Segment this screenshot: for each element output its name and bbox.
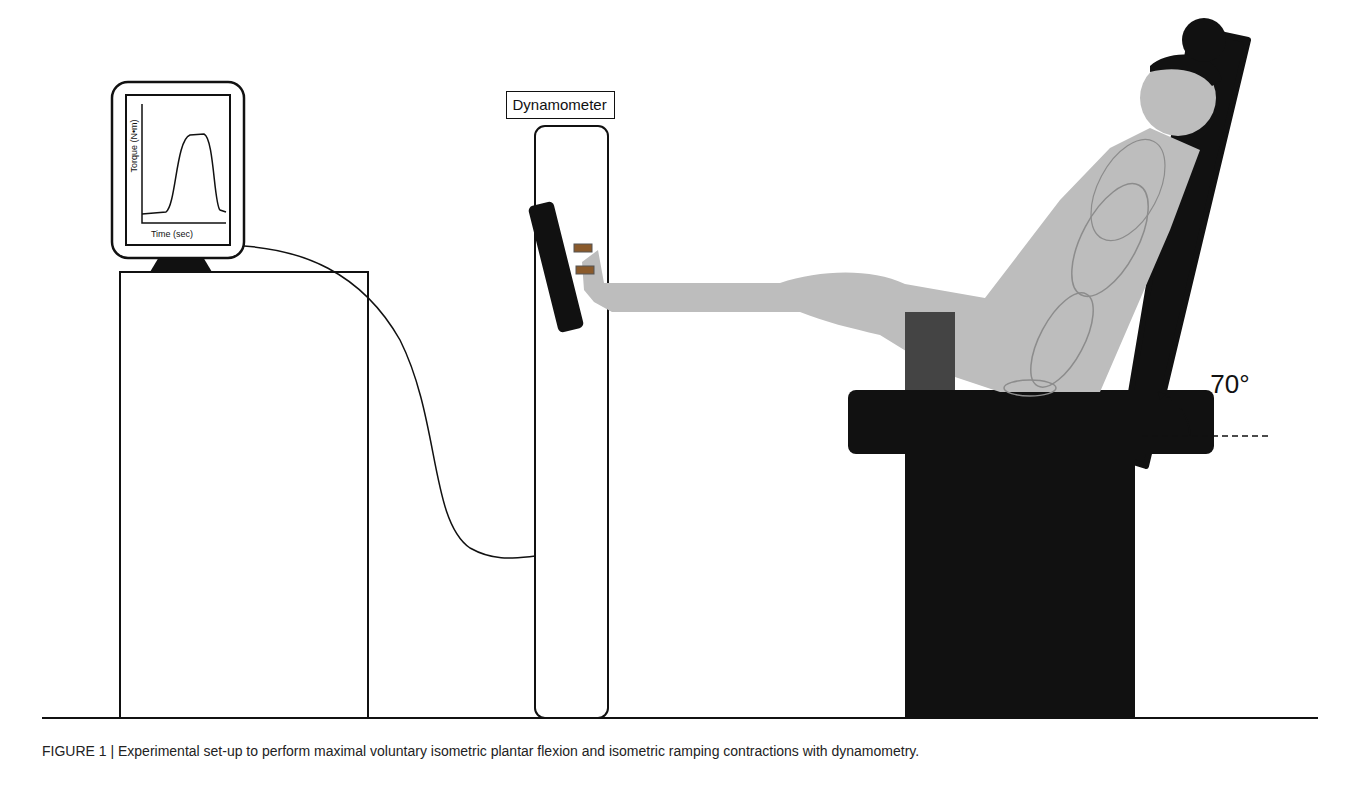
- monitor-stand: [120, 272, 368, 718]
- monitor: [112, 82, 244, 258]
- chair-base: [905, 452, 1135, 718]
- foot-strap: [574, 244, 592, 252]
- chair-seat: [848, 390, 1214, 454]
- axis-label: Time (sec): [151, 229, 193, 239]
- thigh-strap: [905, 312, 955, 390]
- label-box: Dynamometer: [506, 91, 615, 119]
- box-label: Dynamometer: [513, 96, 609, 113]
- reference-line: [1142, 435, 1268, 437]
- foot-strap: [576, 266, 594, 274]
- monitor-screen: [126, 95, 230, 245]
- angle-arrowhead: [1158, 392, 1166, 400]
- hair-bun: [1182, 18, 1226, 62]
- axis-label: Torque (N•m): [129, 119, 139, 172]
- upper-arm: [1056, 172, 1164, 308]
- person: [582, 18, 1226, 396]
- torso-line: [1076, 127, 1181, 252]
- person-body: [582, 128, 1200, 392]
- torque-curve: [142, 134, 226, 214]
- angle-label: 70°: [1210, 369, 1249, 400]
- cable: [244, 246, 536, 558]
- graph-axes: [142, 104, 226, 223]
- hand: [1004, 380, 1056, 396]
- figure-caption: FIGURE 1 | Experimental set-up to perfor…: [42, 743, 1332, 759]
- angle-arc: [1158, 392, 1190, 436]
